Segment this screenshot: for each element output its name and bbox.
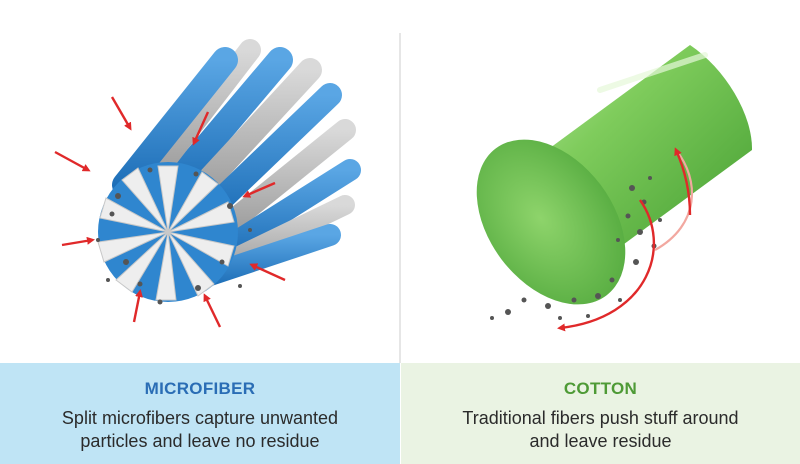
- cotton-caption-panel: COTTON Traditional fibers push stuff aro…: [401, 363, 800, 464]
- microfiber-caption-panel: MICROFIBER Split microfibers capture unw…: [0, 363, 400, 464]
- particle-cluster: [96, 167, 252, 305]
- capture-arrows: [54, 96, 286, 328]
- microfiber-title: MICROFIBER: [144, 379, 256, 398]
- cotton-title: COTTON: [563, 379, 638, 398]
- cotton-description: Traditional fibers push stuff around and…: [462, 408, 739, 451]
- microfiber-description: Split microfibers capture unwanted parti…: [61, 408, 339, 451]
- microfiber-bundle-illustration: [54, 39, 361, 328]
- fiber-tube: [204, 119, 356, 246]
- push-arrow: [557, 199, 656, 332]
- fiber-tube: [139, 39, 261, 191]
- cotton-cylinder-end: [476, 139, 626, 305]
- push-arrow-up: [674, 147, 692, 216]
- fiber-cross-section: [97, 162, 238, 302]
- fiber-tube: [112, 47, 238, 198]
- push-arrow-faded: [654, 149, 694, 251]
- fiber-tube: [204, 159, 361, 266]
- cotton-fiber-illustration: [476, 45, 753, 332]
